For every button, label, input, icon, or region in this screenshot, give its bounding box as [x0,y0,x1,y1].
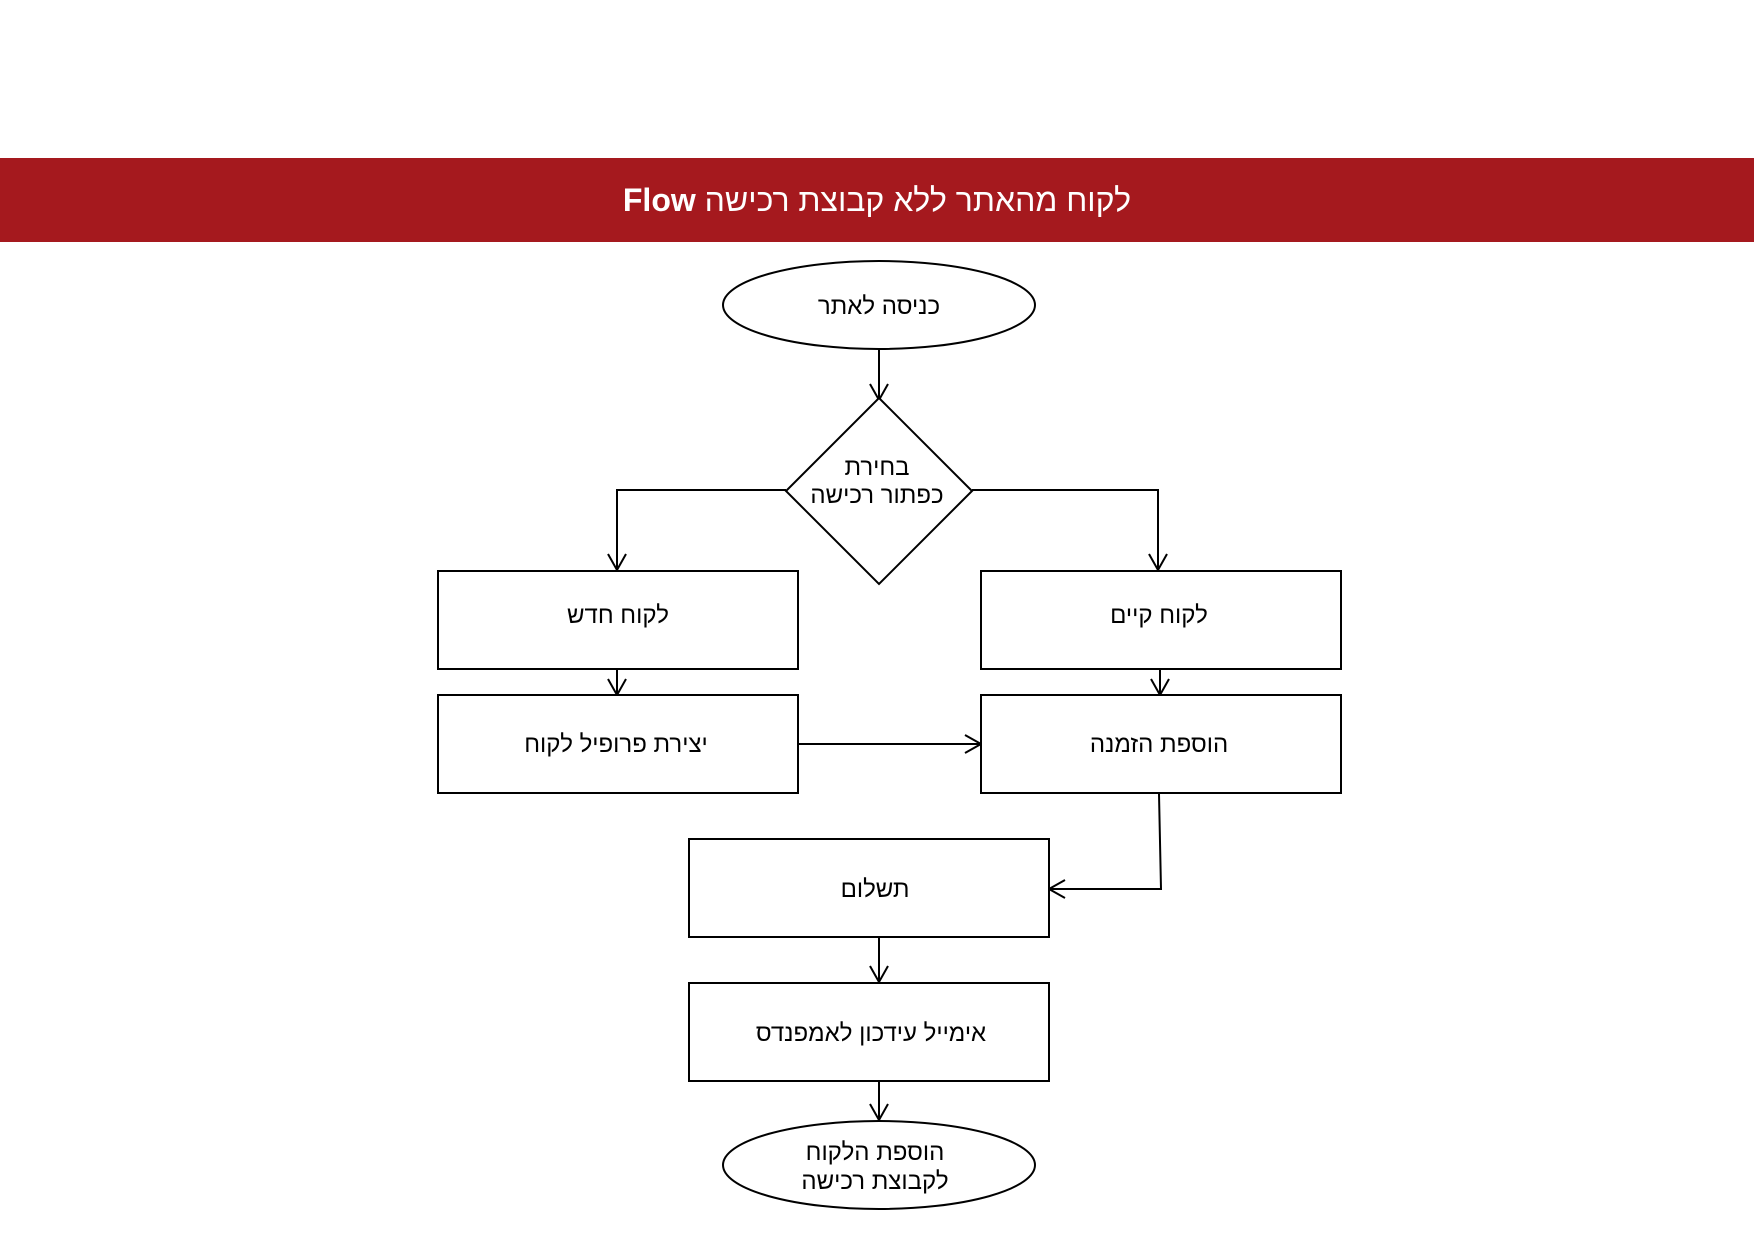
title-prefix: Flow [622,181,696,218]
email-update-label: אימייל עידכון לאמפנדס [756,1020,986,1047]
decision-node: בחירת כפתור רכישה [784,396,974,586]
existing-customer-label: לקוח קיים [1110,602,1208,629]
decision-label-line2: כפתור רכישה [810,482,943,509]
create-profile-label: יצירת פרופיל לקוח [524,731,708,758]
title-bar: לקוח מהאתר ללא קבוצת רכישה Flow [0,158,1754,242]
create-profile-node: יצירת פרופיל לקוח [437,694,799,794]
add-order-label: הוספת הזמנה [1090,731,1228,758]
new-customer-node: לקוח חדש [437,570,799,670]
start-node: כניסה לאתר [722,260,1036,350]
page-title: לקוח מהאתר ללא קבוצת רכישה Flow [623,182,1131,219]
connector-decision-new [607,489,786,573]
connector-order-payment [1046,793,1163,899]
start-node-label: כניסה לאתר [818,293,940,320]
email-update-node: אימייל עידכון לאמפנדס [688,982,1050,1082]
payment-label: תשלום [841,876,910,903]
connector-decision-existing [972,489,1168,573]
new-customer-label: לקוח חדש [567,602,669,629]
end-label-line1: הוספת הלקוח [806,1139,945,1166]
end-node: הוספת הלקוח לקבוצת רכישה [722,1120,1036,1210]
payment-node: תשלום [688,838,1050,938]
title-main: לקוח מהאתר ללא קבוצת רכישה [704,181,1132,218]
end-label-line2: לקבוצת רכישה [801,1168,948,1195]
decision-label-line1: בחירת [844,454,909,481]
add-order-node: הוספת הזמנה [980,694,1342,794]
existing-customer-node: לקוח קיים [980,570,1342,670]
